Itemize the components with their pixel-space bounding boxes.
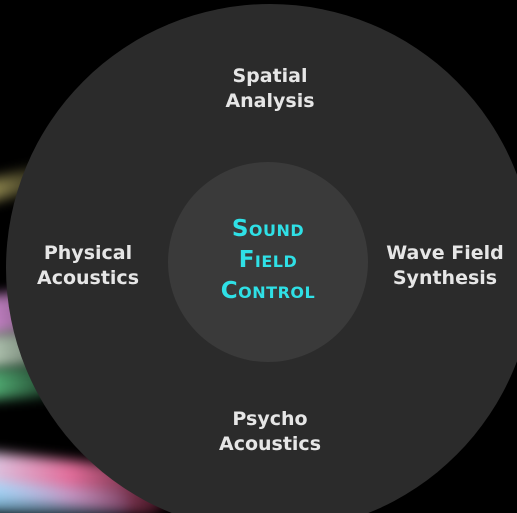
center-title: Sound Field Control — [168, 214, 368, 307]
topic-line: Synthesis — [392, 267, 498, 289]
topic-line: Psycho — [232, 408, 308, 430]
topic-wave-field-synthesis: Wave Field Synthesis — [375, 241, 515, 291]
center-title-line: Control — [220, 278, 316, 304]
topic-line: Wave Field — [386, 242, 504, 264]
topic-line: Analysis — [225, 90, 315, 112]
topic-spatial-analysis: Spatial Analysis — [200, 64, 340, 114]
inner-circle — [168, 162, 368, 362]
topic-line: Physical — [43, 242, 133, 264]
center-title-line: Sound — [231, 216, 305, 242]
topic-line: Acoustics — [218, 433, 322, 455]
topic-physical-acoustics: Physical Acoustics — [18, 241, 158, 291]
topic-line: Acoustics — [36, 267, 140, 289]
topic-line: Spatial — [232, 65, 308, 87]
center-title-line: Field — [238, 247, 298, 273]
topic-psycho-acoustics: Psycho Acoustics — [200, 407, 340, 457]
